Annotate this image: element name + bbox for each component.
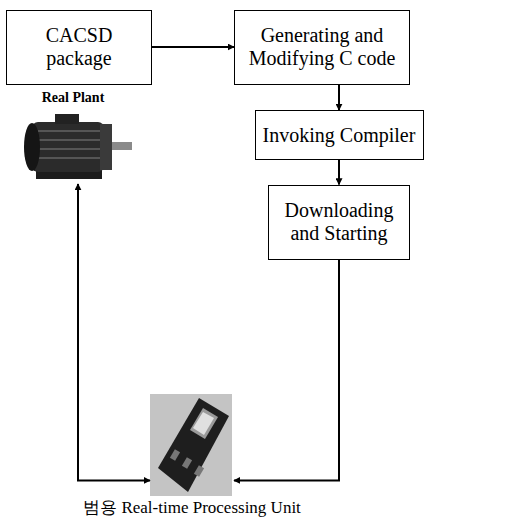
motor-flange — [100, 124, 112, 170]
motor-terminal-box — [55, 114, 79, 124]
board-connector — [170, 449, 180, 461]
processor-picture — [150, 394, 232, 496]
motor-fin — [38, 148, 100, 150]
motor-fin — [38, 139, 100, 141]
node-label: 범용 Real-time Processing Unit — [83, 498, 301, 518]
box-text: Downloading and Starting — [278, 199, 400, 245]
box-text: Invoking Compiler — [263, 124, 416, 147]
board-connector — [194, 465, 204, 477]
motor-fin — [38, 130, 100, 132]
processor-chip — [190, 408, 218, 439]
flow-arrow — [338, 85, 340, 111]
process-box: Generating and Modifying C code — [234, 10, 410, 85]
motor-picture — [24, 114, 132, 179]
process-box: Downloading and Starting — [268, 185, 410, 260]
board-connector — [182, 457, 192, 469]
flow-arrow — [338, 160, 340, 185]
box-text: CACSD package — [26, 24, 132, 70]
node-label: Real Plant — [42, 90, 105, 106]
processor-board — [158, 398, 229, 492]
motor-end-cap — [24, 123, 40, 171]
processor-chip-top — [193, 412, 214, 435]
flow-arrow — [234, 260, 339, 481]
processor-node: 범용 Real-time Processing Unit — [150, 392, 234, 496]
plant-node: Real Plant — [18, 114, 138, 184]
motor-body — [32, 122, 104, 172]
photo-ground — [150, 394, 232, 496]
flow-arrow — [78, 184, 150, 480]
process-box: Invoking Compiler — [255, 110, 424, 160]
motor-shaft — [112, 142, 132, 150]
flow-arrow — [152, 46, 234, 48]
tool-box: CACSD package — [6, 10, 152, 85]
box-text: Generating and Modifying C code — [244, 24, 400, 70]
motor-fin — [38, 157, 100, 159]
